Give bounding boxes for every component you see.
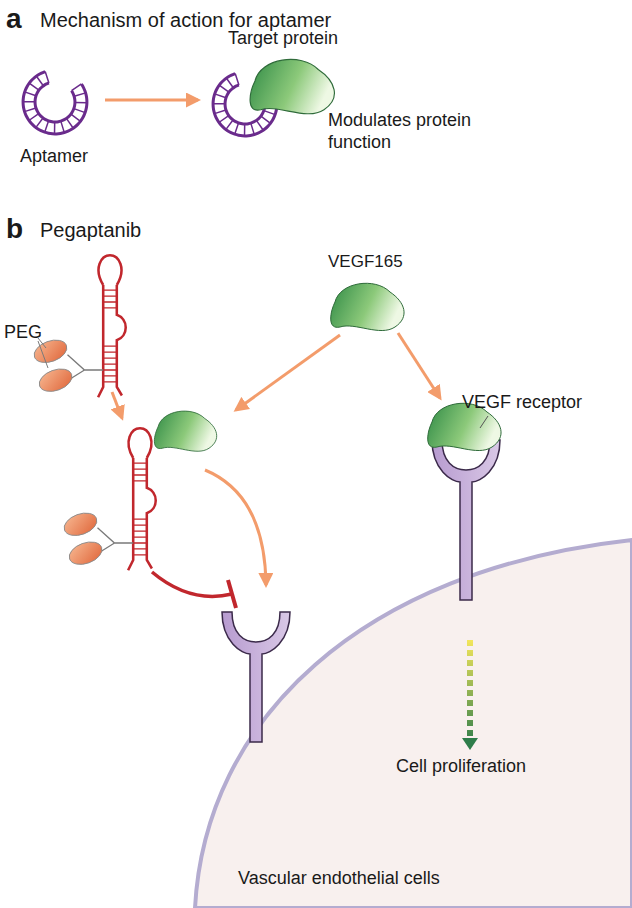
region-label: Vascular endothelial cells: [238, 868, 440, 890]
panel-letter: a: [6, 2, 22, 36]
part-label: Target protein: [228, 28, 338, 50]
panel-title: Pegaptanib: [40, 218, 141, 242]
part-label: PEG: [4, 322, 42, 344]
part-label: VEGF receptor: [462, 392, 582, 414]
effect-label: Modulates protein function: [328, 110, 478, 153]
protein-label: VEGF165: [328, 252, 403, 272]
effect-label: Cell proliferation: [396, 756, 526, 778]
part-label: Aptamer: [20, 146, 88, 168]
panel-letter: b: [6, 212, 23, 246]
